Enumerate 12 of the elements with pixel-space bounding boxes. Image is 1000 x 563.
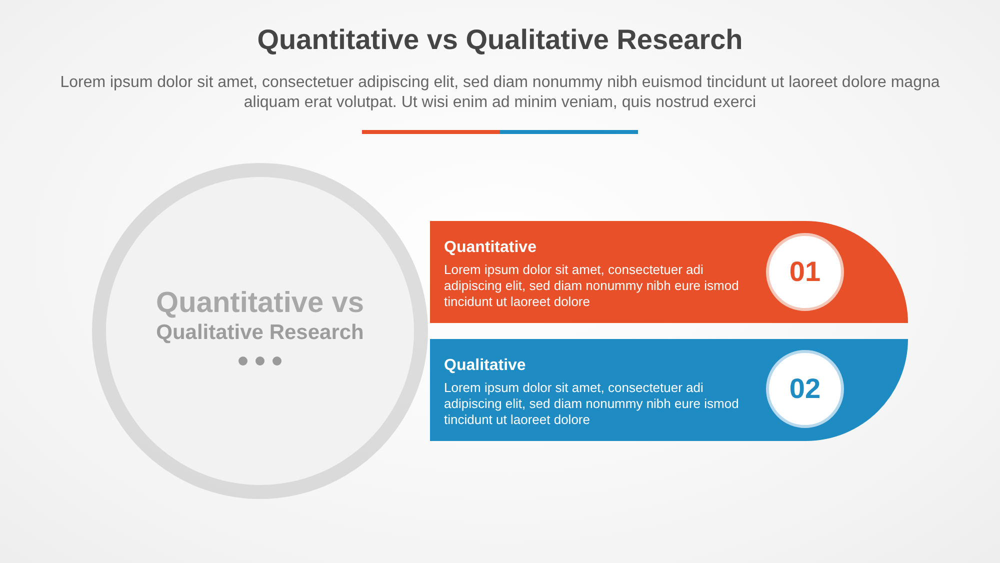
- badge-number: 01: [789, 256, 821, 288]
- page-title: Quantitative vs Qualitative Research: [256, 24, 744, 56]
- banner-text: Lorem ipsum dolor sit amet, consectetuer adi adipiscing elit, sed diam nonummy nibh eure ismod tincidunt ut laoreet dolore: [444, 380, 740, 428]
- banner-text: Lorem ipsum dolor sit amet, consectetuer adi adipiscing elit, sed diam nonummy nibh eure ismod tincidunt ut laoreet dolore: [444, 262, 740, 310]
- topic-banner: [430, 221, 908, 323]
- banner-heading: Qualitative: [444, 356, 527, 376]
- topic-banner: [430, 339, 908, 441]
- intro-text: Lorem ipsum dolor sit amet, consectetuer adipiscing elit, sed diam nonummy nibh euismod tincidunt ut laoreet dolore magna aliquam erat volutpat. Ut wisi enim ad minim veniam, quis nostrud exerci: [60, 73, 940, 113]
- badge-number: 02: [789, 373, 821, 405]
- banner-heading: Quantitative: [444, 238, 538, 258]
- hub-subtitle: Qualitative Research: [156, 320, 364, 346]
- hub-title: Quantitative vs: [156, 286, 364, 320]
